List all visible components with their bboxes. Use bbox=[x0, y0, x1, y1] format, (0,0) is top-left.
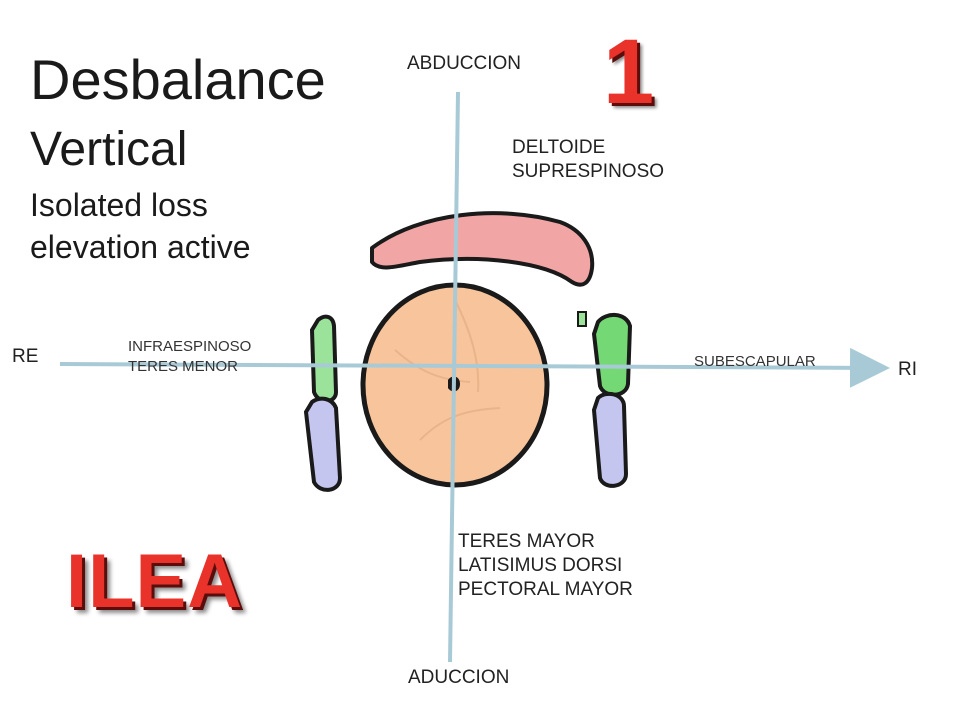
infraspinatus-shape bbox=[309, 314, 339, 403]
subscapularis-top-nub bbox=[577, 311, 587, 327]
top-muscle-group: DELTOIDE SUPRESPINOSO bbox=[512, 136, 664, 184]
muscle-label: TERES MENOR bbox=[128, 358, 239, 375]
vertical-axis bbox=[448, 91, 460, 663]
muscle-label: SUPRESPINOSO bbox=[512, 161, 665, 182]
right-teres-shape bbox=[591, 391, 629, 488]
horizontal-axis bbox=[59, 347, 890, 388]
subtitle-line-1: Isolated loss bbox=[30, 187, 208, 223]
muscle-label: TERES MAYOR bbox=[458, 531, 595, 552]
muscle-label: LATISIMUS DORSI bbox=[458, 555, 623, 576]
title-line-1: Desbalance bbox=[30, 48, 326, 111]
left-muscle-group: INFRAESPINOSO TERES MENOR bbox=[128, 337, 251, 377]
muscle-label: INFRAESPINOSO bbox=[128, 338, 252, 355]
axis-label-bottom: ADUCCION bbox=[408, 667, 510, 688]
left-teres-shape bbox=[303, 396, 343, 492]
axis-label-right: RI bbox=[898, 359, 917, 380]
muscle-label: DELTOIDE bbox=[512, 137, 606, 158]
axis-label-left: RE bbox=[12, 346, 39, 367]
title-line-2: Vertical bbox=[30, 123, 188, 176]
slide-number-badge: 1 bbox=[603, 21, 655, 123]
right-muscle-group: SUBESCAPULAR bbox=[694, 353, 816, 370]
acronym-label: ILEA bbox=[66, 539, 244, 624]
muscle-label: PECTORAL MAYOR bbox=[458, 579, 633, 600]
deltoid-shape bbox=[370, 211, 595, 287]
subtitle-line-2: elevation active bbox=[30, 229, 251, 265]
axis-label-top: ABDUCCION bbox=[407, 53, 522, 74]
subscapularis-shape bbox=[591, 313, 633, 397]
bottom-muscle-group: TERES MAYOR LATISIMUS DORSI PECTORAL MAY… bbox=[458, 530, 633, 602]
